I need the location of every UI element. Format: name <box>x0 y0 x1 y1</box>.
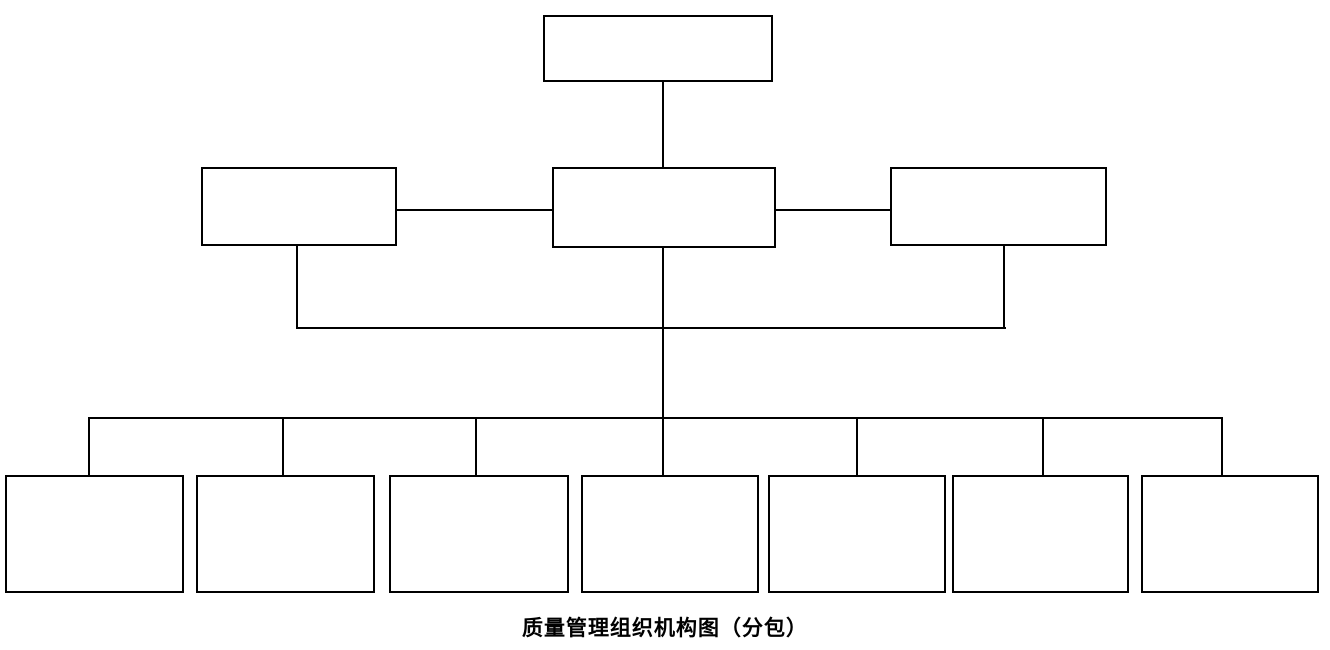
leaf-node-4[interactable] <box>581 475 759 593</box>
top-node[interactable] <box>543 15 773 82</box>
leaf-node-5[interactable] <box>768 475 946 593</box>
center-node[interactable] <box>552 167 776 248</box>
leaf-node-3[interactable] <box>389 475 569 593</box>
left-node[interactable] <box>201 167 397 246</box>
right-node[interactable] <box>890 167 1107 246</box>
diagram-caption: 质量管理组织机构图（分包） <box>522 616 808 640</box>
leaf-node-1[interactable] <box>5 475 184 593</box>
leaf-node-6[interactable] <box>952 475 1129 593</box>
leaf-node-2[interactable] <box>196 475 375 593</box>
leaf-node-7[interactable] <box>1141 475 1319 593</box>
